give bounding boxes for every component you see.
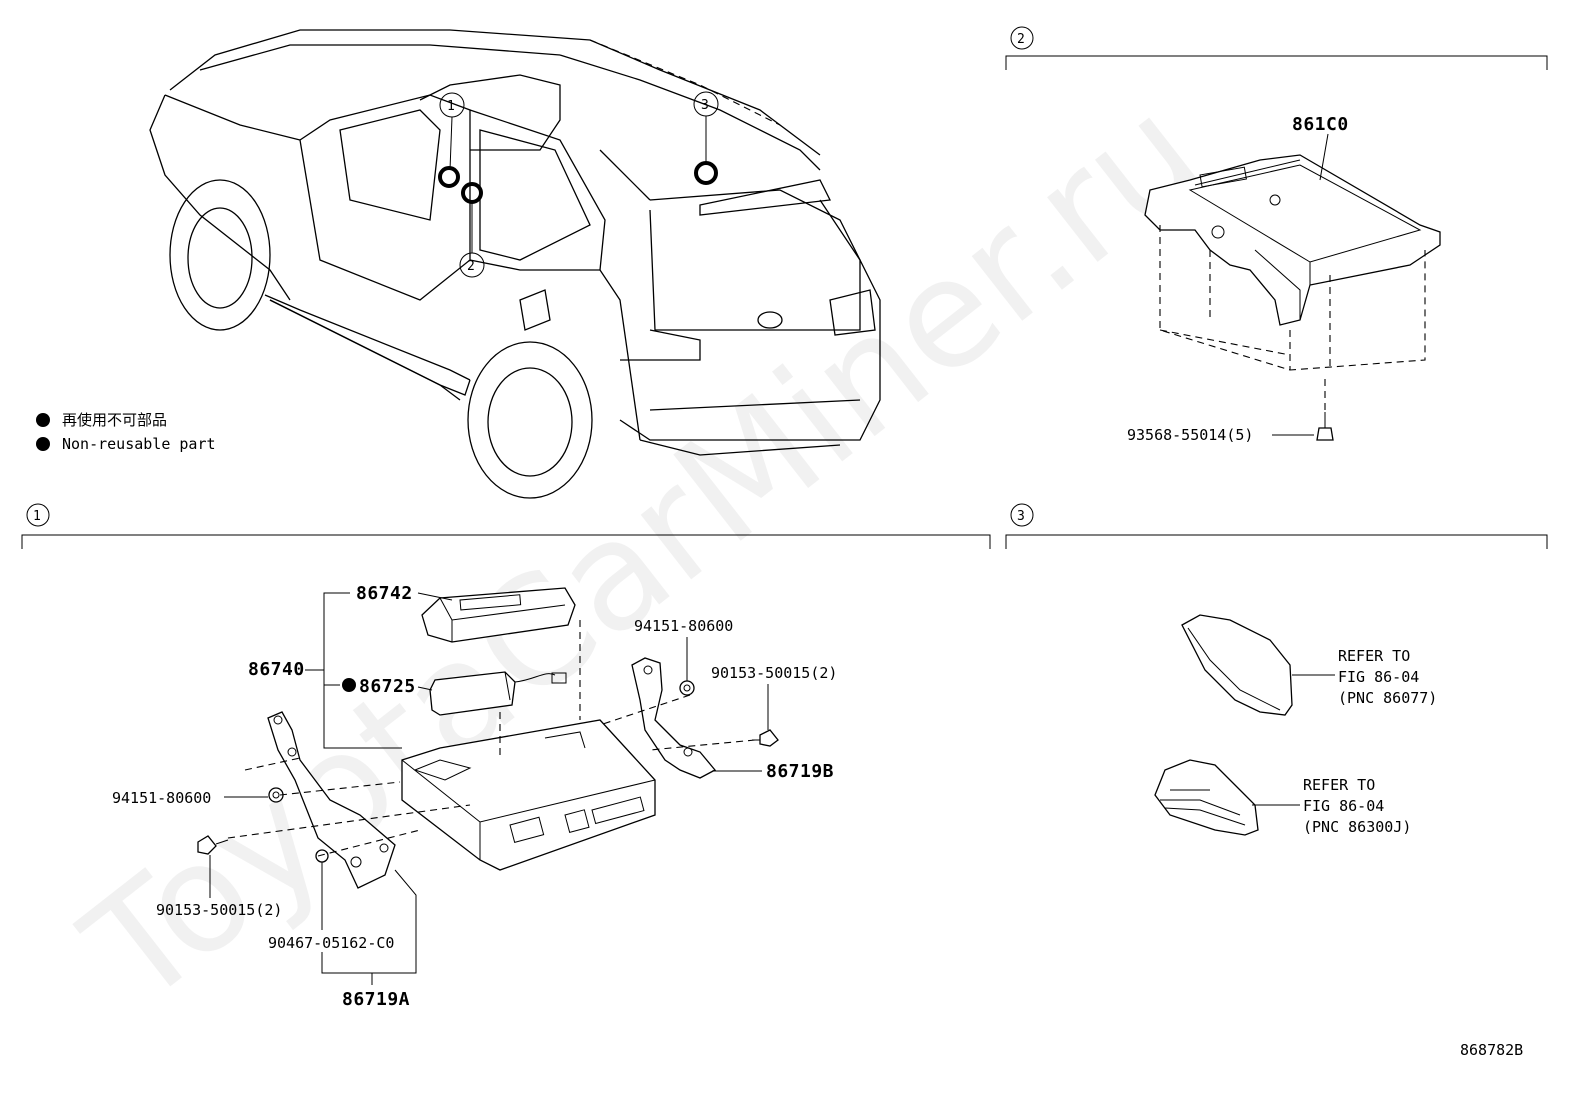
refer-2-line3: (PNC 86300J) [1303, 818, 1411, 836]
antenna-86300J-drawing [1154, 759, 1259, 836]
nut-94151-top [679, 680, 695, 696]
legend-text-jp: 再使用不可部品 [62, 411, 167, 429]
refer-1-line1: REFER TO [1338, 647, 1410, 665]
non-reusable-dot-icon [36, 437, 50, 451]
svg-text:2: 2 [1017, 32, 1025, 47]
part-label-861C0: 861C0 [1292, 114, 1349, 135]
callout-3: 3 [693, 91, 719, 185]
section-1-header: 1 [21, 503, 991, 549]
location-marker-2 [461, 182, 483, 204]
location-marker-1 [438, 166, 460, 188]
bracket-86719B-drawing [631, 657, 717, 779]
callout-1: 1 [438, 92, 465, 188]
svg-text:3: 3 [701, 98, 709, 113]
section-2-header: 2 [1005, 26, 1548, 70]
module-861C0-drawing [1144, 154, 1441, 441]
antenna-86077-drawing [1181, 614, 1293, 716]
svg-text:2: 2 [467, 259, 475, 274]
svg-text:3: 3 [1017, 509, 1025, 524]
part-label-86719B: 86719B [766, 761, 834, 782]
ecu-86740-drawing [401, 719, 656, 871]
part-label-90467: 90467-05162-C0 [268, 934, 394, 952]
battery-86725-drawing [429, 671, 567, 716]
bolt-90153-left [197, 835, 229, 855]
location-marker-3 [694, 161, 718, 185]
part-label-94151-left: 94151-80600 [112, 789, 211, 807]
part-label-86740: 86740 [248, 659, 305, 680]
part-label-86742: 86742 [356, 583, 413, 604]
part-label-86725: 86725 [359, 676, 416, 697]
part-label-93568: 93568-55014(5) [1127, 426, 1253, 444]
part-label-90153-right: 90153-50015(2) [711, 664, 837, 682]
vehicle-illustration [149, 29, 881, 499]
svg-text:1: 1 [33, 509, 41, 524]
section-3-header: 3 [1005, 503, 1548, 549]
legend: 再使用不可部品 Non-reusable part [36, 411, 216, 453]
bracket-86719A-drawing [267, 711, 396, 889]
part-label-90153-left: 90153-50015(2) [156, 901, 282, 919]
cover-86742-drawing [421, 587, 576, 643]
svg-text:1: 1 [447, 99, 455, 114]
part-label-86719A: 86719A [342, 989, 410, 1010]
non-reusable-dot-icon [36, 413, 50, 427]
refer-1-line2: FIG 86-04 [1338, 668, 1419, 686]
refer-1-line3: (PNC 86077) [1338, 689, 1437, 707]
non-reusable-dot-icon [342, 678, 356, 692]
refer-2-line1: REFER TO [1303, 776, 1375, 794]
clip-90467 [315, 849, 329, 863]
diagram-id: 868782B [1460, 1041, 1523, 1059]
part-label-94151-top: 94151-80600 [634, 617, 733, 635]
legend-text-en: Non-reusable part [62, 435, 216, 453]
callout-2: 2 [459, 182, 485, 278]
refer-2-line2: FIG 86-04 [1303, 797, 1384, 815]
bolt-90153-right [752, 729, 779, 747]
